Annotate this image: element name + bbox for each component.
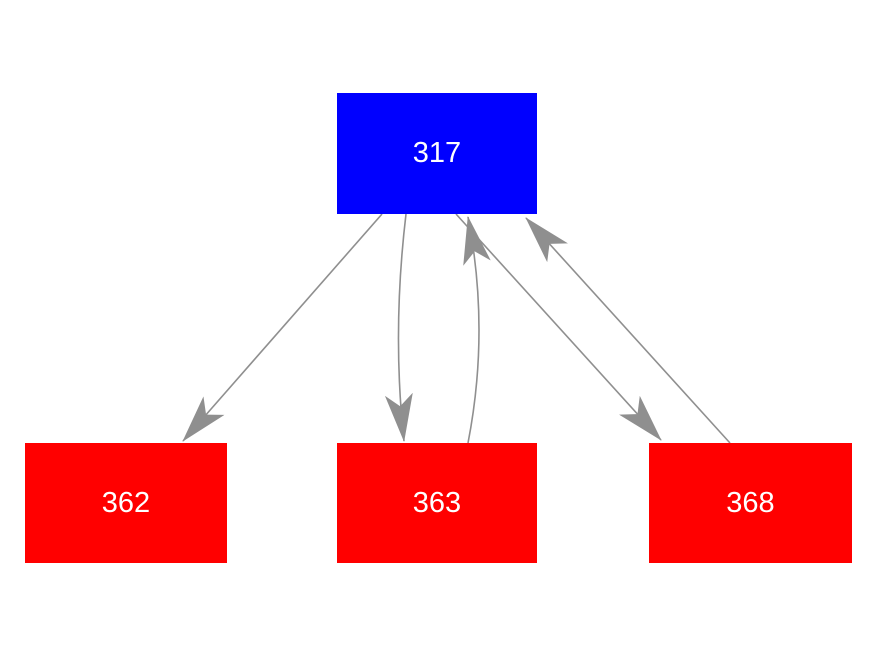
node-317[interactable]: 317 (337, 93, 537, 214)
node-362-label: 362 (101, 486, 151, 519)
edge-317-362 (182, 213, 383, 442)
edge-317-363 (384, 213, 413, 442)
node-362[interactable]: 362 (25, 443, 227, 563)
edge-363-317 (463, 216, 491, 444)
edge-368-317 (525, 217, 731, 444)
node-363[interactable]: 363 (337, 443, 537, 563)
edge-317-368 (455, 213, 662, 441)
node-317-label: 317 (412, 137, 462, 169)
node-363-label: 363 (412, 486, 462, 519)
node-368-label: 368 (726, 486, 775, 519)
node-368[interactable]: 368 (649, 443, 852, 563)
